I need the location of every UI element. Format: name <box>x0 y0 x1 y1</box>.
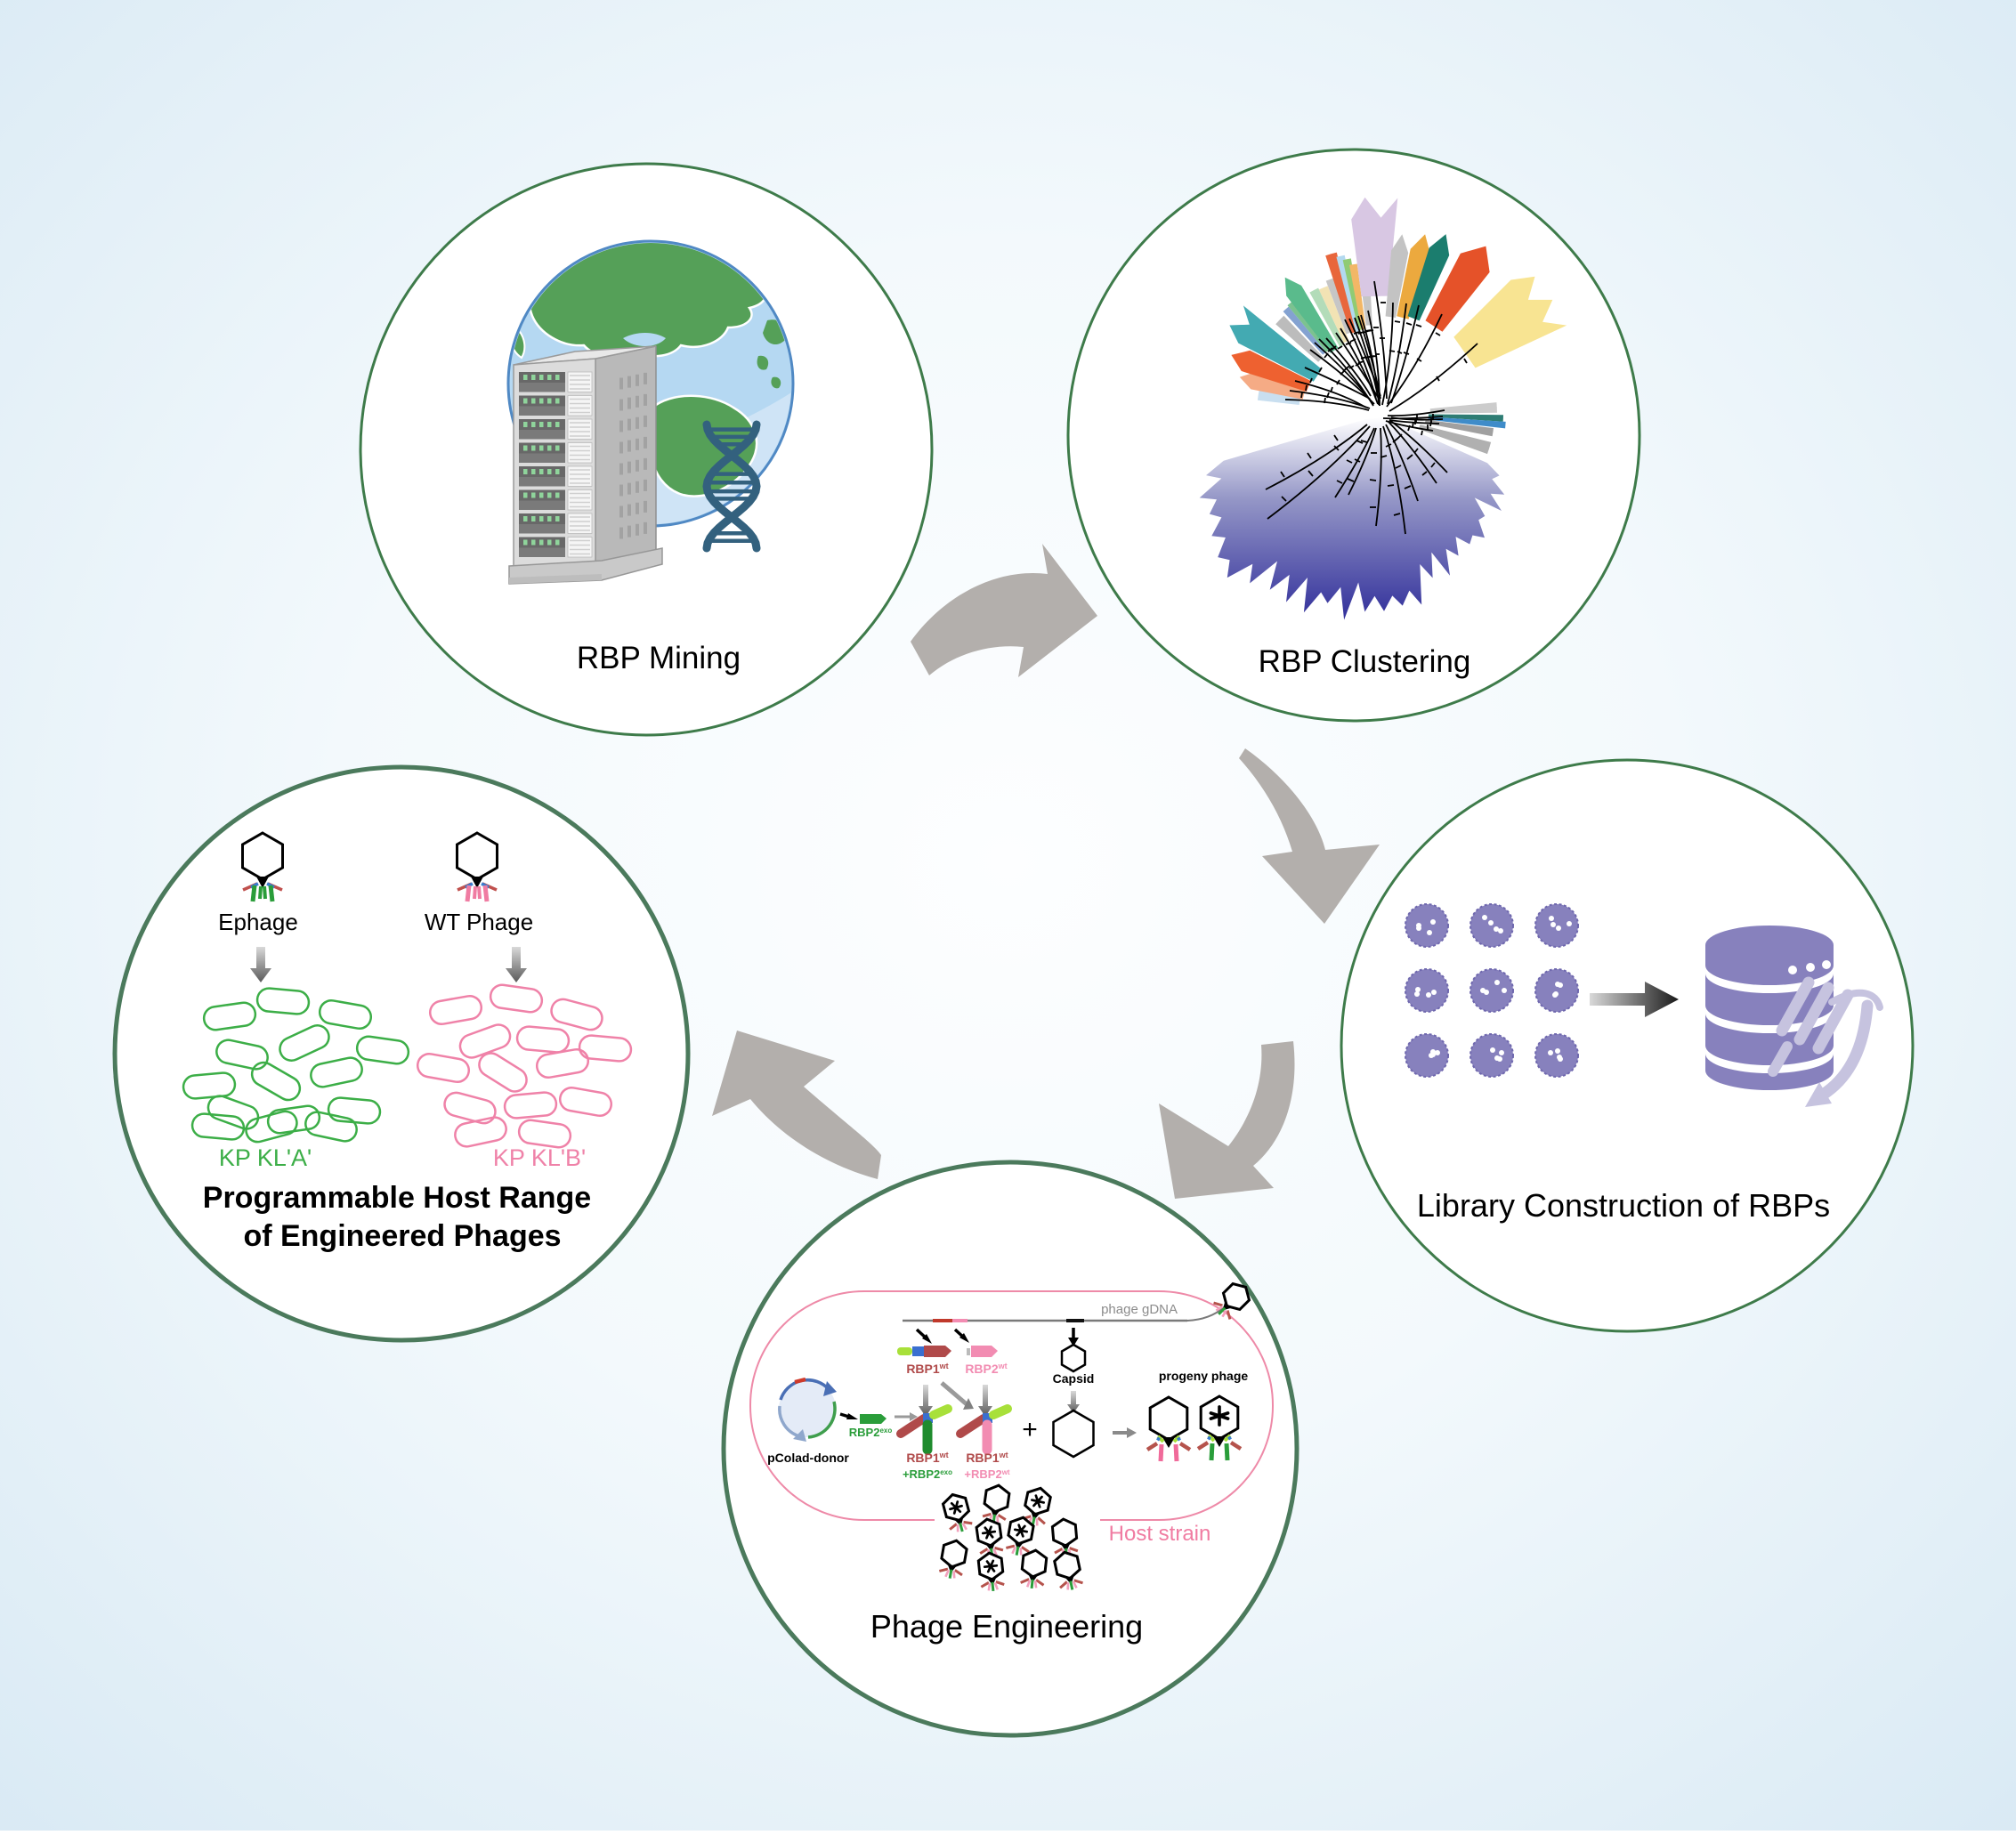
svg-text:Ephage: Ephage <box>218 909 298 935</box>
svg-text:RBP Mining: RBP Mining <box>577 641 741 675</box>
svg-text:of Engineered Phages: of Engineered Phages <box>243 1219 561 1253</box>
svg-text:Capsid: Capsid <box>1053 1371 1095 1386</box>
svg-text:RBP1wt: RBP1wt <box>906 1362 948 1376</box>
svg-text:+: + <box>1022 1415 1038 1444</box>
svg-text:+RBP2wt: +RBP2wt <box>964 1467 1010 1481</box>
svg-text:progeny phage: progeny phage <box>1159 1369 1249 1383</box>
svg-text:Phage Engineering: Phage Engineering <box>870 1608 1143 1645</box>
svg-text:Library Construction of RBPs: Library Construction of RBPs <box>1417 1187 1830 1224</box>
svg-text:RBP1wt: RBP1wt <box>906 1451 948 1465</box>
svg-text:phage gDNA: phage gDNA <box>1101 1302 1178 1317</box>
svg-text:WT Phage: WT Phage <box>425 909 533 935</box>
svg-text:+RBP2exo: +RBP2exo <box>903 1467 952 1481</box>
svg-text:RBP2wt: RBP2wt <box>965 1362 1007 1376</box>
svg-text:RBP1wt: RBP1wt <box>966 1451 1008 1465</box>
svg-text:pColad-donor: pColad-donor <box>767 1451 849 1465</box>
svg-text:KP KL'B': KP KL'B' <box>493 1144 586 1171</box>
svg-text:KP KL'A': KP KL'A' <box>219 1144 312 1171</box>
svg-text:RBP Clustering: RBP Clustering <box>1259 644 1471 679</box>
svg-text:Host strain: Host strain <box>1109 1522 1211 1546</box>
svg-text:Programmable Host Range: Programmable Host Range <box>203 1181 591 1215</box>
